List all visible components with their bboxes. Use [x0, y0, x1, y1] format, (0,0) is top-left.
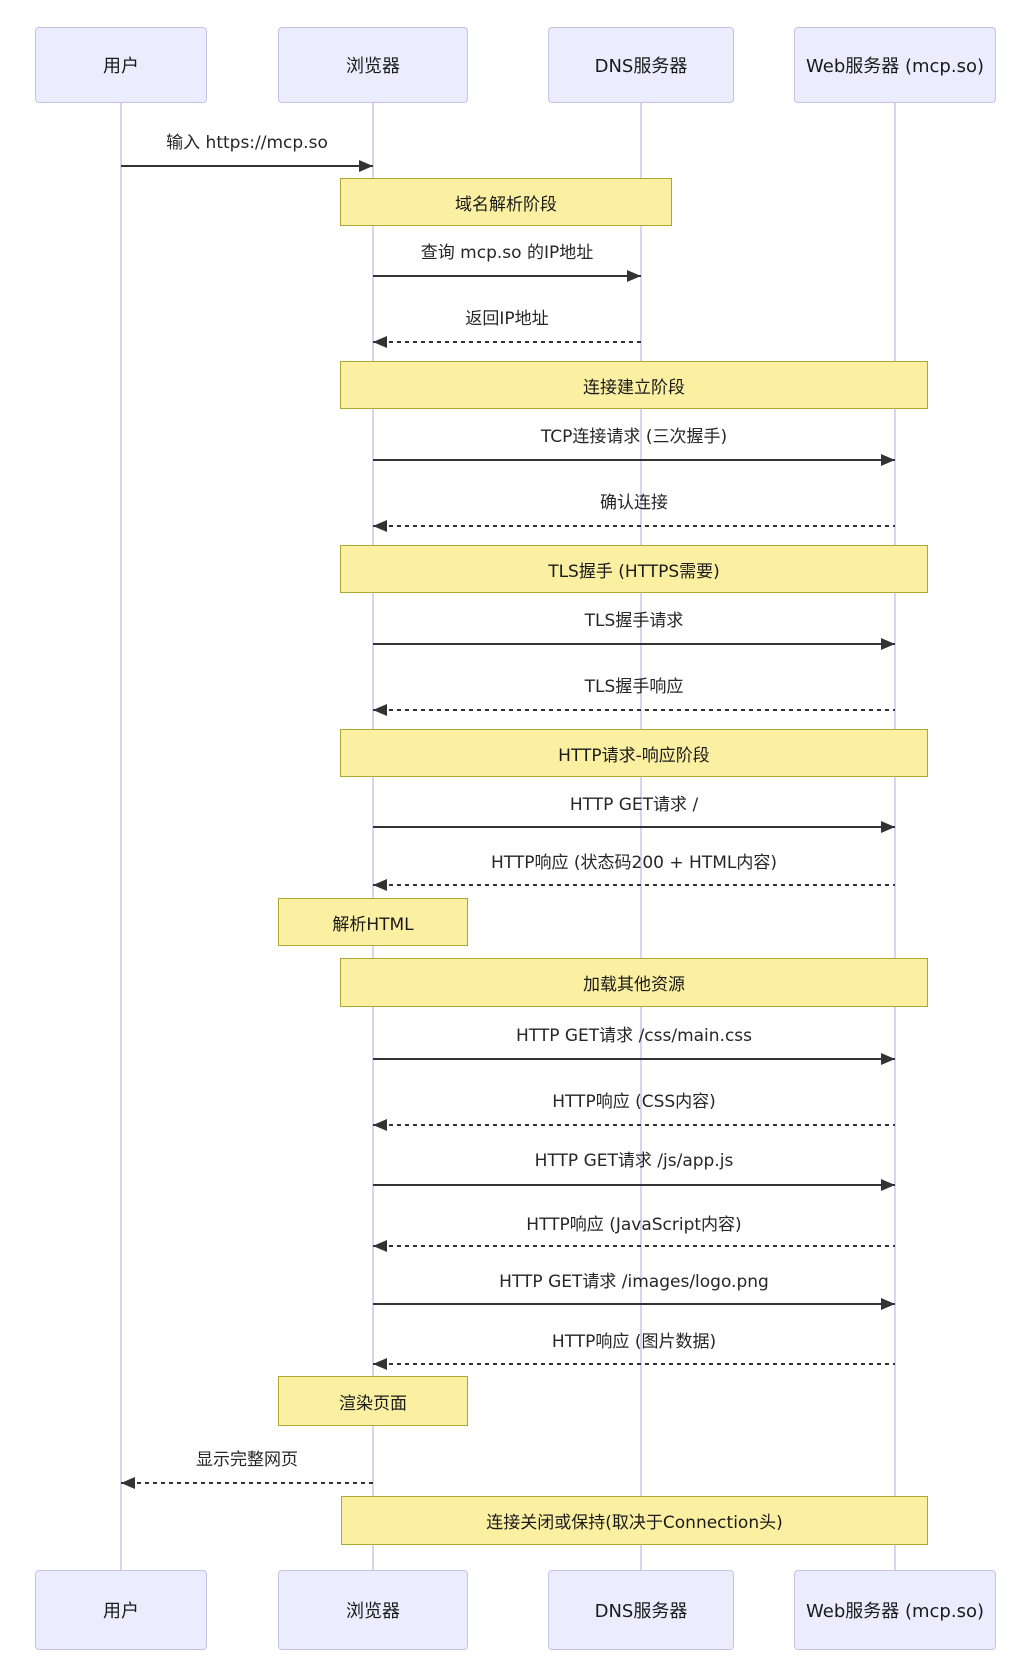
message-arrow-line — [373, 826, 895, 828]
message-label: 显示完整网页 — [196, 1450, 298, 1470]
message-arrowhead — [373, 1358, 387, 1370]
message-label: TLS握手响应 — [584, 677, 684, 697]
message-arrow-line — [373, 1124, 895, 1126]
message-arrowhead — [881, 454, 895, 466]
message-arrow-line — [373, 1363, 895, 1365]
message-arrow-line — [121, 1482, 373, 1484]
lifeline-dns — [640, 103, 642, 1570]
message-arrow-line — [373, 275, 641, 277]
message-arrow-line — [373, 643, 895, 645]
message-label: 返回IP地址 — [465, 309, 549, 329]
message-arrowhead — [373, 1119, 387, 1131]
actor-browser-top: 浏览器 — [278, 27, 468, 103]
note-browser-web: HTTP请求-响应阶段 — [340, 729, 928, 777]
actor-user-top: 用户 — [35, 27, 207, 103]
message-label: HTTP响应 (JavaScript内容) — [526, 1215, 742, 1235]
actor-web-top: Web服务器 (mcp.so) — [794, 27, 996, 103]
message-arrowhead — [881, 1053, 895, 1065]
lifeline-browser — [372, 103, 374, 1570]
message-arrow-line — [373, 341, 641, 343]
message-arrowhead — [881, 1179, 895, 1191]
message-label: HTTP GET请求 /images/logo.png — [499, 1272, 769, 1292]
message-arrowhead — [373, 520, 387, 532]
message-arrowhead — [373, 1240, 387, 1252]
actor-dns-top: DNS服务器 — [548, 27, 734, 103]
message-arrow-line — [121, 165, 373, 167]
message-label: 查询 mcp.so 的IP地址 — [420, 243, 594, 263]
message-arrow-line — [373, 709, 895, 711]
note-browser-dns: 域名解析阶段 — [340, 178, 672, 226]
message-label: HTTP GET请求 /js/app.js — [534, 1151, 734, 1171]
note-browser-web: 加载其他资源 — [340, 958, 928, 1007]
message-label: 确认连接 — [600, 493, 668, 513]
lifeline-user — [120, 103, 122, 1570]
message-arrowhead — [359, 160, 373, 172]
message-arrowhead — [881, 1298, 895, 1310]
lifeline-web — [894, 103, 896, 1570]
actor-dns-bottom: DNS服务器 — [548, 1570, 734, 1650]
message-arrowhead — [373, 879, 387, 891]
actor-browser-bottom: 浏览器 — [278, 1570, 468, 1650]
message-label: TLS握手请求 — [584, 611, 684, 631]
message-arrow-line — [373, 1184, 895, 1186]
message-label: HTTP GET请求 / — [569, 795, 699, 815]
message-arrowhead — [373, 704, 387, 716]
note-browser-web: TLS握手 (HTTPS需要) — [340, 545, 928, 593]
message-label: HTTP GET请求 /css/main.css — [515, 1026, 753, 1046]
message-arrowhead — [373, 336, 387, 348]
note-browser-web: 连接关闭或保持(取决于Connection头) — [341, 1496, 928, 1545]
message-label: TCP连接请求 (三次握手) — [540, 427, 728, 447]
note-browser-web: 连接建立阶段 — [340, 361, 928, 409]
message-arrow-line — [373, 459, 895, 461]
message-label: HTTP响应 (CSS内容) — [552, 1092, 716, 1112]
message-arrowhead — [627, 270, 641, 282]
message-arrow-line — [373, 1058, 895, 1060]
message-label: 输入 https://mcp.so — [166, 133, 328, 153]
message-arrow-line — [373, 1245, 895, 1247]
message-label: HTTP响应 (图片数据) — [551, 1332, 717, 1352]
message-arrow-line — [373, 884, 895, 886]
message-arrow-line — [373, 1303, 895, 1305]
message-label: HTTP响应 (状态码200 + HTML内容) — [491, 853, 777, 873]
message-arrowhead — [121, 1477, 135, 1489]
note-browser: 解析HTML — [278, 898, 468, 946]
actor-user-bottom: 用户 — [35, 1570, 207, 1650]
message-arrowhead — [881, 821, 895, 833]
message-arrow-line — [373, 525, 895, 527]
actor-web-bottom: Web服务器 (mcp.so) — [794, 1570, 996, 1650]
note-browser: 渲染页面 — [278, 1376, 468, 1426]
message-arrowhead — [881, 638, 895, 650]
